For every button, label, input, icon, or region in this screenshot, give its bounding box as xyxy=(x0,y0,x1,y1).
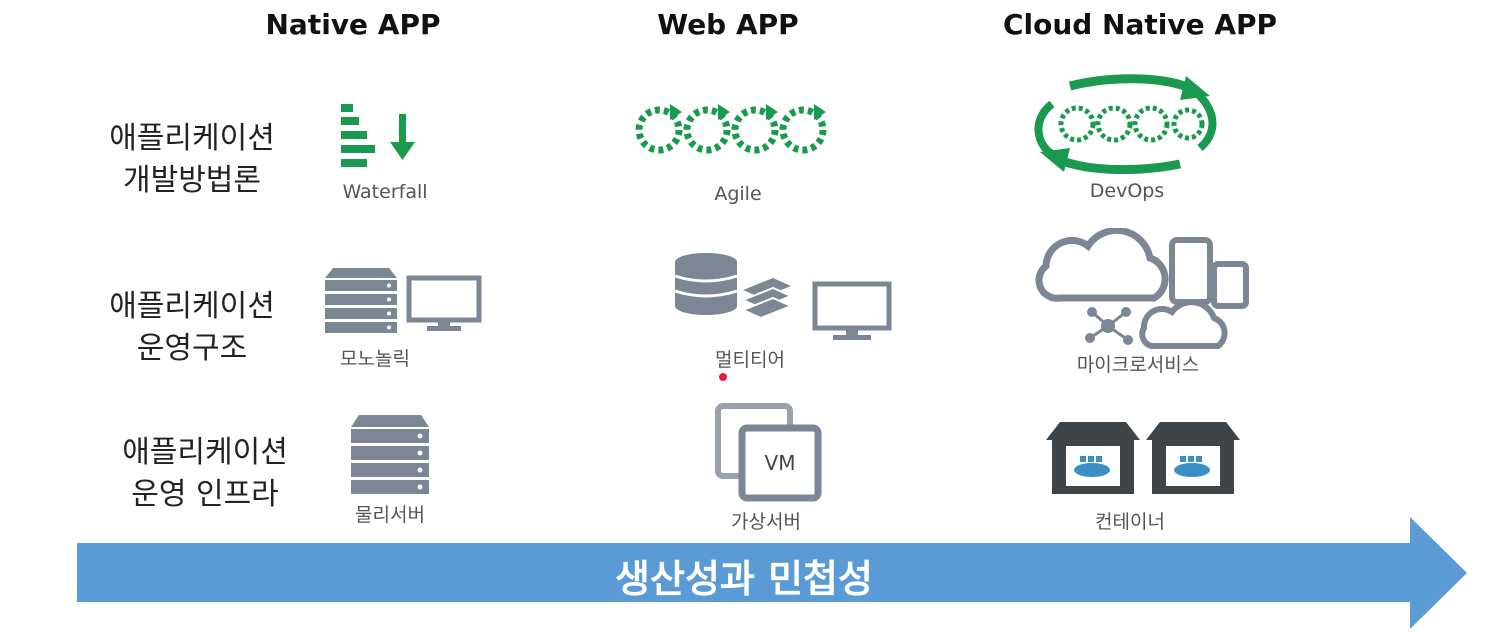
physical-server-caption: 물리서버 xyxy=(355,504,425,526)
row-label-architecture-line1: 애플리케이션 xyxy=(109,289,275,324)
arrow-label: 생산성과 민첩성 xyxy=(615,557,873,601)
waterfall-icon xyxy=(341,104,415,167)
agile-caption: Agile xyxy=(714,183,762,205)
row-label-architecture: 애플리케이션 운영구조 xyxy=(109,286,275,370)
agile-icon xyxy=(635,104,827,154)
multitier-icon xyxy=(674,253,892,340)
row-label-methodology: 애플리케이션 개발방법론 xyxy=(109,118,275,202)
virtual-server-caption: 가상서버 xyxy=(731,511,801,533)
container-icon xyxy=(1046,422,1240,494)
row-label-infra-line2: 운영 인프라 xyxy=(131,477,279,512)
multitier-caption: 멀티티어 xyxy=(715,349,785,371)
microservices-icon xyxy=(1035,228,1249,349)
container-caption: 컨테이너 xyxy=(1095,511,1165,533)
row-label-architecture-line2: 운영구조 xyxy=(136,331,248,366)
monolithic-caption: 모노놀릭 xyxy=(340,348,410,370)
row-label-infra-line1: 애플리케이션 xyxy=(122,435,288,470)
vm-label: VM xyxy=(765,451,796,475)
physical-server-icon xyxy=(351,415,429,494)
column-title-cloud: Cloud Native APP xyxy=(1002,8,1278,41)
devops-icon xyxy=(1034,74,1217,174)
column-title-native: Native APP xyxy=(265,8,441,41)
row-label-infra: 애플리케이션 운영 인프라 xyxy=(122,432,288,516)
pointer-dot xyxy=(719,373,727,381)
devops-caption: DevOps xyxy=(1089,180,1165,202)
waterfall-caption: Waterfall xyxy=(342,181,428,203)
monolithic-icon xyxy=(325,268,482,333)
row-label-methodology-line1: 애플리케이션 xyxy=(109,121,275,156)
column-title-web: Web APP xyxy=(657,8,799,41)
microservices-caption: 마이크로서비스 xyxy=(1076,354,1200,376)
row-label-methodology-line2: 개발방법론 xyxy=(122,163,261,198)
virtual-server-icon: VM xyxy=(715,403,822,502)
